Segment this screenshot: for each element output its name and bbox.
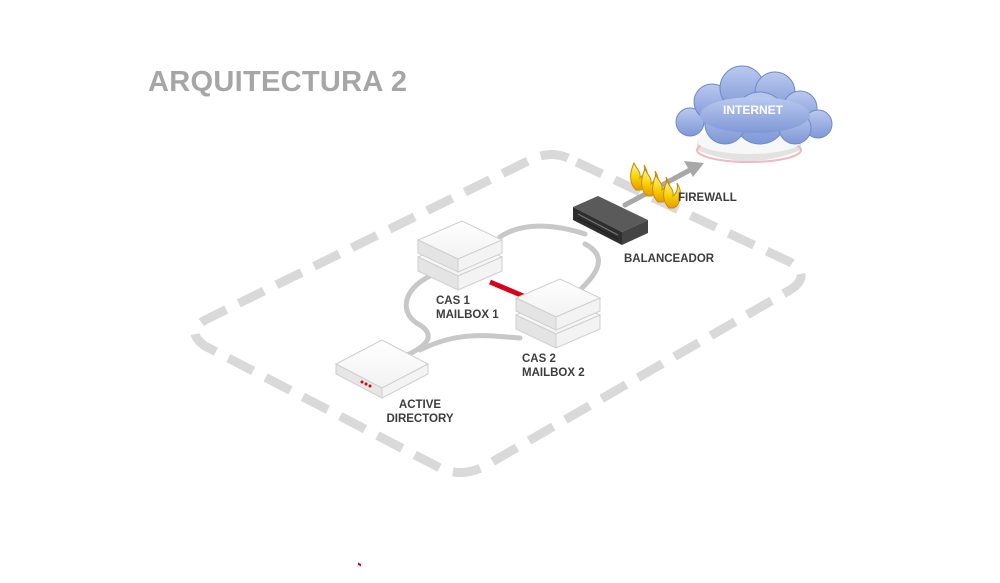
mailbox1-label: MAILBOX 1 <box>436 309 499 321</box>
cables <box>397 223 601 361</box>
page-title: ARQUITECTURA 2 <box>148 66 408 98</box>
active-directory-server <box>334 339 430 567</box>
cas1-label: CAS 1 <box>436 295 470 307</box>
internet-cloud: INTERNET <box>675 65 833 163</box>
cable-ad-to-cas2 <box>417 333 523 353</box>
cas2-label: CAS 2 <box>522 353 556 365</box>
balancer-device <box>573 196 648 245</box>
firewall-label: FIREWALL <box>678 192 737 204</box>
balancer-label: BALANCEADOR <box>624 253 715 265</box>
mailbox2-label: MAILBOX 2 <box>522 367 585 379</box>
server-cas2-mailbox2 <box>514 278 602 349</box>
firewall-icon <box>630 161 682 209</box>
internet-label: INTERNET <box>723 103 784 117</box>
network-boundary <box>190 150 806 477</box>
active-label: ACTIVE <box>399 399 442 411</box>
cable-cas1-to-ad <box>397 272 435 361</box>
directory-label: DIRECTORY <box>386 413 453 425</box>
cable-balancer-to-cas2 <box>577 241 601 293</box>
cable-balancer-to-cas1 <box>497 223 588 240</box>
server-cas1-mailbox1 <box>416 220 504 291</box>
